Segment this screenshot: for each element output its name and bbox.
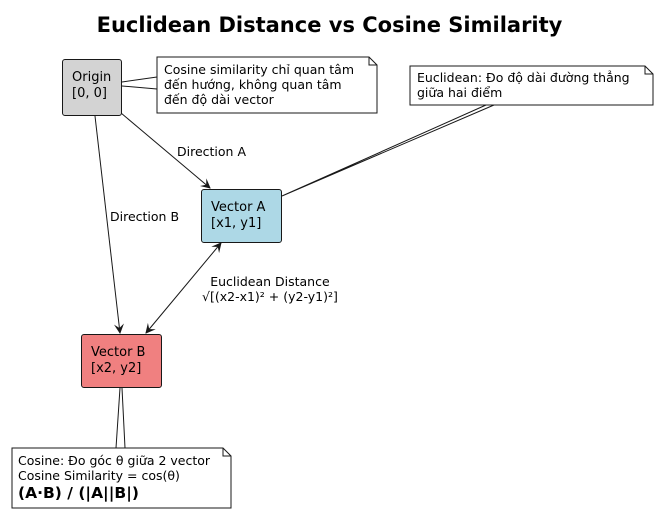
note-vector-a-line: Euclidean: Đo độ dài đường thẳng	[417, 70, 630, 85]
note-vector-b-line: Cosine: Đo góc θ giữa 2 vector	[18, 453, 211, 468]
cosine-formula: (A·B) / (|A||B|)	[18, 484, 139, 502]
note-vector-a-connector	[281, 104, 495, 197]
note-origin-connector	[121, 76, 158, 90]
note-vector-b: Cosine: Đo góc θ giữa 2 vector Cosine Si…	[18, 453, 210, 503]
origin-coords: [0, 0]	[72, 86, 107, 101]
note-origin: Cosine similarity chỉ quan tâm đến hướng…	[164, 62, 354, 107]
note-origin-line: đến hướng, không quan tâm	[164, 77, 342, 92]
edge-label-direction-b: Direction B	[110, 209, 180, 224]
vector-a-coords: [x1, y1]	[211, 216, 262, 231]
euclidean-label-title: Euclidean Distance	[210, 274, 330, 289]
diagram-title: Euclidean Distance vs Cosine Similarity	[96, 13, 563, 37]
origin-node[interactable]: Origin [0, 0]	[62, 59, 122, 116]
vector-b-node[interactable]: Vector B [x2, y2]	[81, 334, 162, 388]
note-vector-a-shape	[409, 65, 654, 106]
vector-a-label: Vector A	[211, 200, 266, 215]
edge-euclidean	[145, 242, 222, 334]
note-vector-b-shape	[11, 447, 232, 509]
note-vector-a: Euclidean: Đo độ dài đường thẳng giữa ha…	[417, 70, 630, 100]
edge-direction-b	[94, 115, 124, 334]
vector-a-node[interactable]: Vector A [x1, y1]	[201, 189, 282, 243]
euclidean-label-formula: √[(x2-x1)² + (y2-y1)²]	[202, 289, 338, 304]
edge-direction-a	[120, 112, 211, 189]
note-vector-b-connector	[115, 387, 126, 449]
edge-label-direction-a: Direction A	[177, 144, 246, 159]
note-origin-line: Cosine similarity chỉ quan tâm	[164, 62, 354, 77]
note-origin-line: đến độ dài vector	[164, 92, 274, 107]
note-vector-b-line: Cosine Similarity = cos(θ)	[18, 468, 180, 483]
vector-b-label: Vector B	[91, 345, 146, 360]
origin-label: Origin	[72, 70, 112, 85]
vector-b-coords: [x2, y2]	[91, 361, 142, 376]
note-vector-a-line: giữa hai điểm	[417, 85, 503, 100]
edge-label-euclidean: Euclidean Distance √[(x2-x1)² + (y2-y1)²…	[202, 274, 338, 304]
note-origin-shape	[156, 56, 378, 114]
